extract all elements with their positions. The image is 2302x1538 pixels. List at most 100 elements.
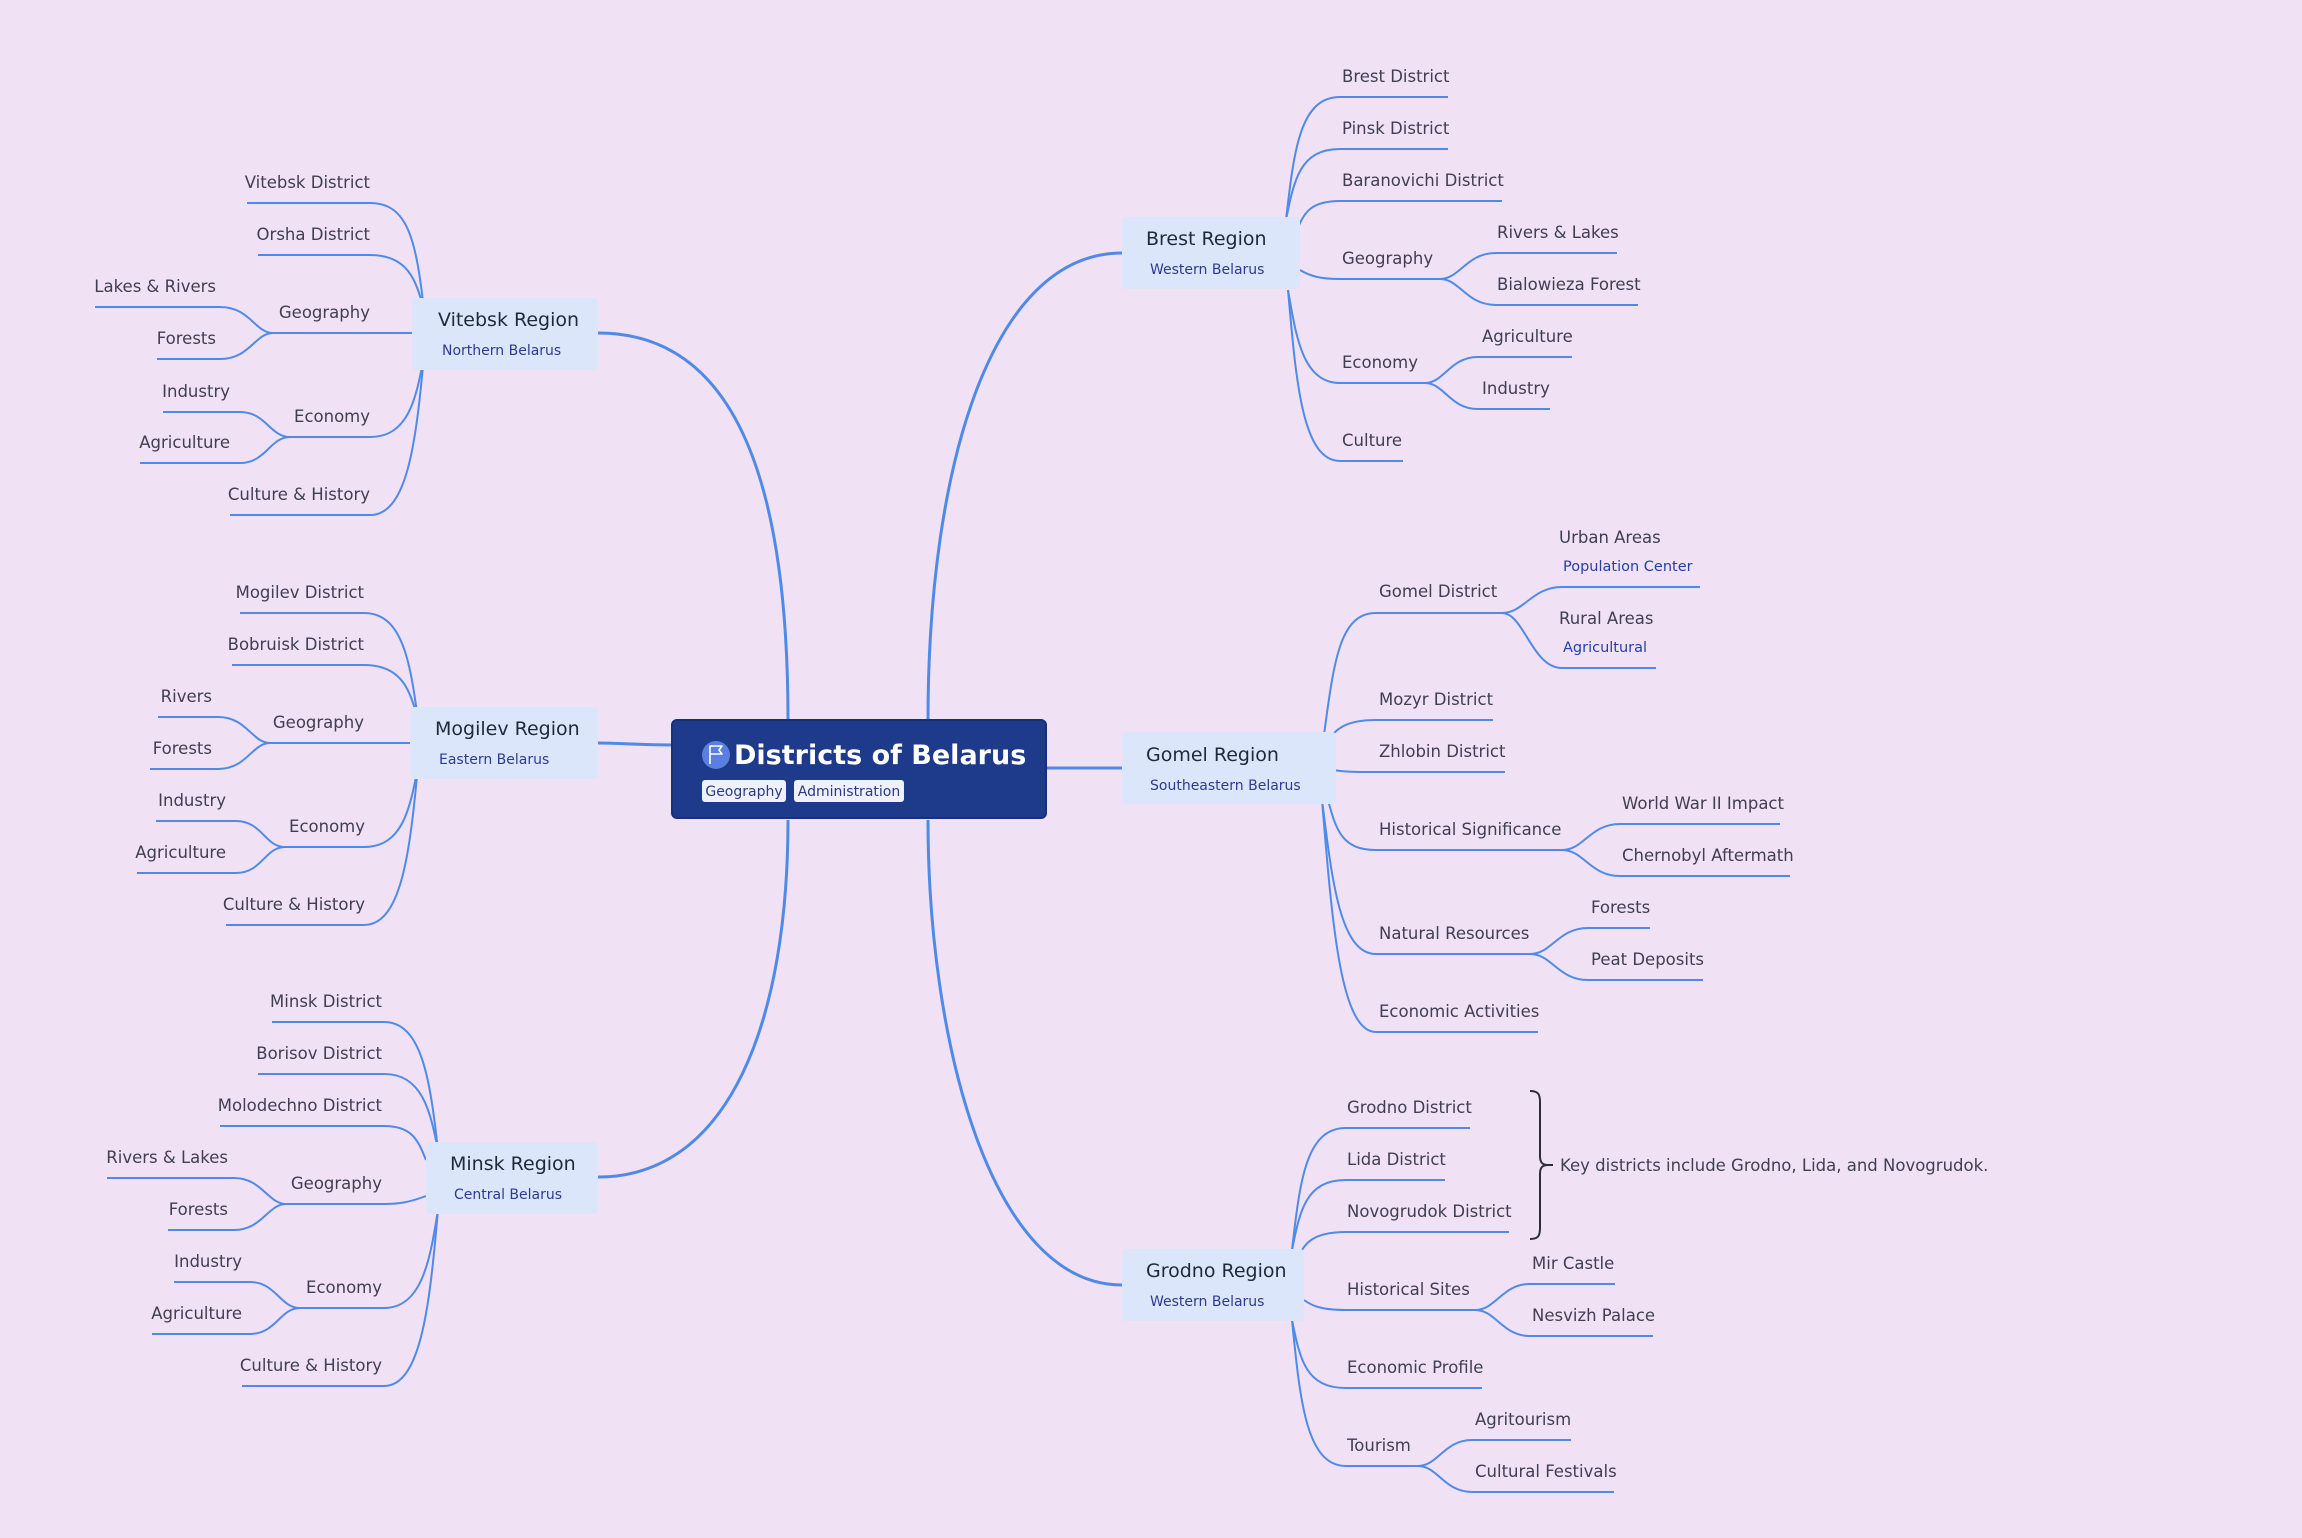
svg-text:Agriculture: Agriculture — [139, 433, 230, 452]
svg-text:Cultural Festivals: Cultural Festivals — [1475, 1462, 1617, 1481]
svg-text:Molodechno District: Molodechno District — [218, 1096, 383, 1115]
svg-text:Population Center: Population Center — [1563, 559, 1693, 575]
region-subtitle: Western Belarus — [1150, 262, 1264, 278]
node-agritourism[interactable]: Agritourism — [1475, 1410, 1571, 1429]
svg-text:Culture: Culture — [1342, 431, 1402, 450]
node-peat-deposits[interactable]: Peat Deposits — [1591, 950, 1704, 969]
svg-text:Economy: Economy — [1342, 353, 1418, 372]
svg-text:Industry: Industry — [174, 1252, 242, 1271]
node-borisov-district[interactable]: Borisov District — [256, 1044, 382, 1063]
node-tourism[interactable]: Tourism — [1346, 1436, 1411, 1455]
node-vitebsk-district[interactable]: Vitebsk District — [245, 173, 371, 192]
node-nesvizh-palace[interactable]: Nesvizh Palace — [1532, 1306, 1655, 1325]
node-mogilev-economy[interactable]: Economy — [289, 817, 365, 836]
node-minsk-district[interactable]: Minsk District — [270, 992, 382, 1011]
node-brest-economy[interactable]: Economy — [1342, 353, 1418, 372]
node-historical-sites[interactable]: Historical Sites — [1347, 1280, 1470, 1299]
node-economic-profile[interactable]: Economic Profile — [1347, 1358, 1483, 1377]
svg-text:Rivers: Rivers — [161, 687, 212, 706]
svg-text:Forests: Forests — [1591, 898, 1650, 917]
node-molodechno-district[interactable]: Molodechno District — [218, 1096, 383, 1115]
node-natural-resources[interactable]: Natural Resources — [1379, 924, 1529, 943]
node-mogilev-rivers[interactable]: Rivers — [161, 687, 212, 706]
node-brest-agriculture[interactable]: Agriculture — [1482, 327, 1573, 346]
node-brest-culture[interactable]: Culture — [1342, 431, 1402, 450]
region-title: Minsk Region — [450, 1153, 576, 1175]
node-cultural-festivals[interactable]: Cultural Festivals — [1475, 1462, 1617, 1481]
region-brest[interactable]: Brest Region Western Belarus — [1122, 217, 1300, 289]
node-baranovichi-district[interactable]: Baranovichi District — [1342, 171, 1504, 190]
node-novogrudok-district[interactable]: Novogrudok District — [1347, 1202, 1512, 1221]
summary-grodno[interactable]: Key districts include Grodno, Lida, and … — [1560, 1156, 1988, 1175]
node-minsk-culture-history[interactable]: Culture & History — [240, 1356, 382, 1375]
node-urban-areas[interactable]: Urban Areas Population Center — [1559, 528, 1693, 575]
node-brest-rivers-lakes[interactable]: Rivers & Lakes — [1497, 223, 1619, 242]
branches-mogilev — [137, 612, 419, 926]
region-grodno[interactable]: Grodno Region Western Belarus — [1122, 1249, 1304, 1321]
svg-text:Urban Areas: Urban Areas — [1559, 528, 1661, 547]
node-mogilev-district[interactable]: Mogilev District — [236, 583, 365, 602]
node-grodno-district[interactable]: Grodno District — [1347, 1098, 1472, 1117]
node-orsha-district[interactable]: Orsha District — [257, 225, 371, 244]
node-minsk-agriculture[interactable]: Agriculture — [151, 1304, 242, 1323]
tag-geography[interactable]: Geography — [702, 780, 786, 802]
node-gomel-district[interactable]: Gomel District — [1379, 582, 1498, 601]
svg-text:Economy: Economy — [294, 407, 370, 426]
node-mogilev-agriculture[interactable]: Agriculture — [135, 843, 226, 862]
node-mozyr-district[interactable]: Mozyr District — [1379, 690, 1494, 709]
node-pinsk-district[interactable]: Pinsk District — [1342, 119, 1450, 138]
node-world-war-ii-impact[interactable]: World War II Impact — [1622, 794, 1785, 813]
branches-minsk — [107, 1021, 439, 1387]
node-minsk-geography[interactable]: Geography — [291, 1174, 382, 1193]
node-vitebsk-culture-history[interactable]: Culture & History — [228, 485, 370, 504]
node-rural-areas[interactable]: Rural Areas Agricultural — [1559, 609, 1653, 656]
node-historical-significance[interactable]: Historical Significance — [1379, 820, 1561, 839]
node-brest-geography[interactable]: Geography — [1342, 249, 1433, 268]
node-mogilev-culture-history[interactable]: Culture & History — [223, 895, 365, 914]
svg-text:World War II Impact: World War II Impact — [1622, 794, 1785, 813]
node-mogilev-geography[interactable]: Geography — [273, 713, 364, 732]
central-title: Districts of Belarus — [734, 740, 1026, 771]
svg-text:Geography: Geography — [1342, 249, 1433, 268]
node-vitebsk-forests[interactable]: Forests — [157, 329, 216, 348]
node-bialowieza-forest[interactable]: Bialowieza Forest — [1497, 275, 1641, 294]
node-mir-castle[interactable]: Mir Castle — [1532, 1254, 1614, 1273]
node-minsk-economy[interactable]: Economy — [306, 1278, 382, 1297]
node-brest-district[interactable]: Brest District — [1342, 67, 1450, 86]
svg-text:Forests: Forests — [169, 1200, 228, 1219]
svg-text:Agritourism: Agritourism — [1475, 1410, 1571, 1429]
node-minsk-forests[interactable]: Forests — [169, 1200, 228, 1219]
node-vitebsk-agriculture[interactable]: Agriculture — [139, 433, 230, 452]
node-vitebsk-geography[interactable]: Geography — [279, 303, 370, 322]
region-vitebsk[interactable]: Vitebsk Region Northern Belarus — [412, 298, 598, 370]
svg-text:Economic Profile: Economic Profile — [1347, 1358, 1483, 1377]
tag-administration[interactable]: Administration — [794, 780, 904, 802]
node-lida-district[interactable]: Lida District — [1347, 1150, 1446, 1169]
region-gomel[interactable]: Gomel Region Southeastern Belarus — [1122, 732, 1336, 804]
node-bobruisk-district[interactable]: Bobruisk District — [228, 635, 365, 654]
node-mogilev-forests[interactable]: Forests — [153, 739, 212, 758]
region-subtitle: Northern Belarus — [442, 343, 561, 359]
svg-text:Culture & History: Culture & History — [223, 895, 365, 914]
edge-central-grodno — [926, 819, 1123, 1287]
central-topic[interactable]: Districts of Belarus Geography Administr… — [671, 719, 1047, 819]
node-zhlobin-district[interactable]: Zhlobin District — [1379, 742, 1506, 761]
region-mogilev[interactable]: Mogilev Region Eastern Belarus — [410, 707, 598, 779]
svg-text:Rivers & Lakes: Rivers & Lakes — [1497, 223, 1619, 242]
node-chernobyl-aftermath[interactable]: Chernobyl Aftermath — [1622, 846, 1794, 865]
node-vitebsk-industry[interactable]: Industry — [162, 382, 230, 401]
region-title: Mogilev Region — [435, 718, 580, 740]
node-vitebsk-lakes-rivers[interactable]: Lakes & Rivers — [94, 277, 216, 296]
svg-text:Rural Areas: Rural Areas — [1559, 609, 1653, 628]
node-gomel-forests[interactable]: Forests — [1591, 898, 1650, 917]
node-vitebsk-economy[interactable]: Economy — [294, 407, 370, 426]
svg-text:Culture & History: Culture & History — [228, 485, 370, 504]
node-brest-industry[interactable]: Industry — [1482, 379, 1550, 398]
node-mogilev-industry[interactable]: Industry — [158, 791, 226, 810]
svg-text:Industry: Industry — [1482, 379, 1550, 398]
node-economic-activities[interactable]: Economic Activities — [1379, 1002, 1539, 1021]
node-minsk-industry[interactable]: Industry — [174, 1252, 242, 1271]
node-minsk-rivers-lakes[interactable]: Rivers & Lakes — [106, 1148, 228, 1167]
region-minsk[interactable]: Minsk Region Central Belarus — [426, 1142, 598, 1214]
